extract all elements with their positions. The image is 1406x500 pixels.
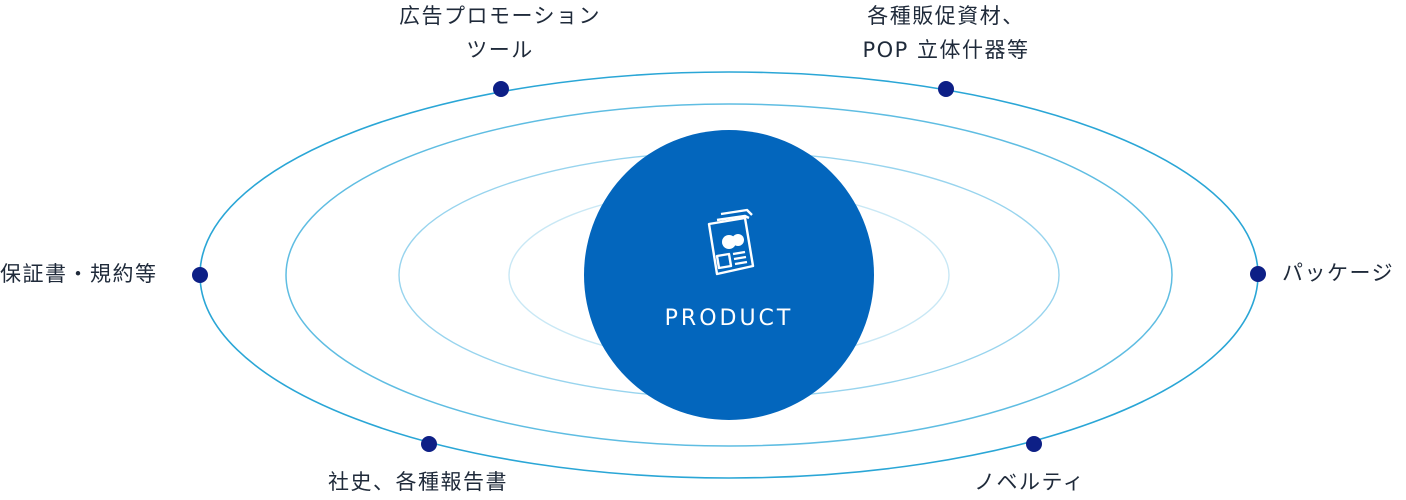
product-circle [584, 130, 874, 420]
item-label-package: パッケージ [1282, 257, 1394, 291]
item-label-line: POP 立体什器等 [862, 37, 1030, 62]
item-label-sales-materials: 各種販促資材、 POP 立体什器等 [836, 0, 1056, 67]
item-label-line: 各種販促資材、 [867, 4, 1025, 28]
item-label-line: パッケージ [1282, 261, 1395, 285]
item-label-reports: 社史、各種報告書 [328, 466, 508, 500]
product-label: PRODUCT [664, 306, 794, 331]
item-dot [1026, 436, 1042, 452]
item-label-promotion-tools: 広告プロモーション ツール [380, 0, 620, 67]
item-label-novelty: ノベルティ [974, 466, 1085, 500]
orbit-ring-2 [285, 103, 1173, 447]
brochure-icon [707, 208, 755, 276]
item-label-line: 保証書・規約等 [0, 262, 158, 286]
item-label-line: ツール [466, 37, 534, 62]
item-label-line: ノベルティ [974, 470, 1086, 494]
item-label-line: 社史、各種報告書 [328, 470, 508, 494]
item-label-warranty: 保証書・規約等 [0, 258, 158, 292]
item-label-line: 広告プロモーション [398, 4, 602, 28]
item-dot [421, 436, 437, 452]
item-dot [1250, 266, 1266, 282]
item-dot [938, 81, 954, 97]
item-dot [493, 81, 509, 97]
item-dot [192, 267, 208, 283]
